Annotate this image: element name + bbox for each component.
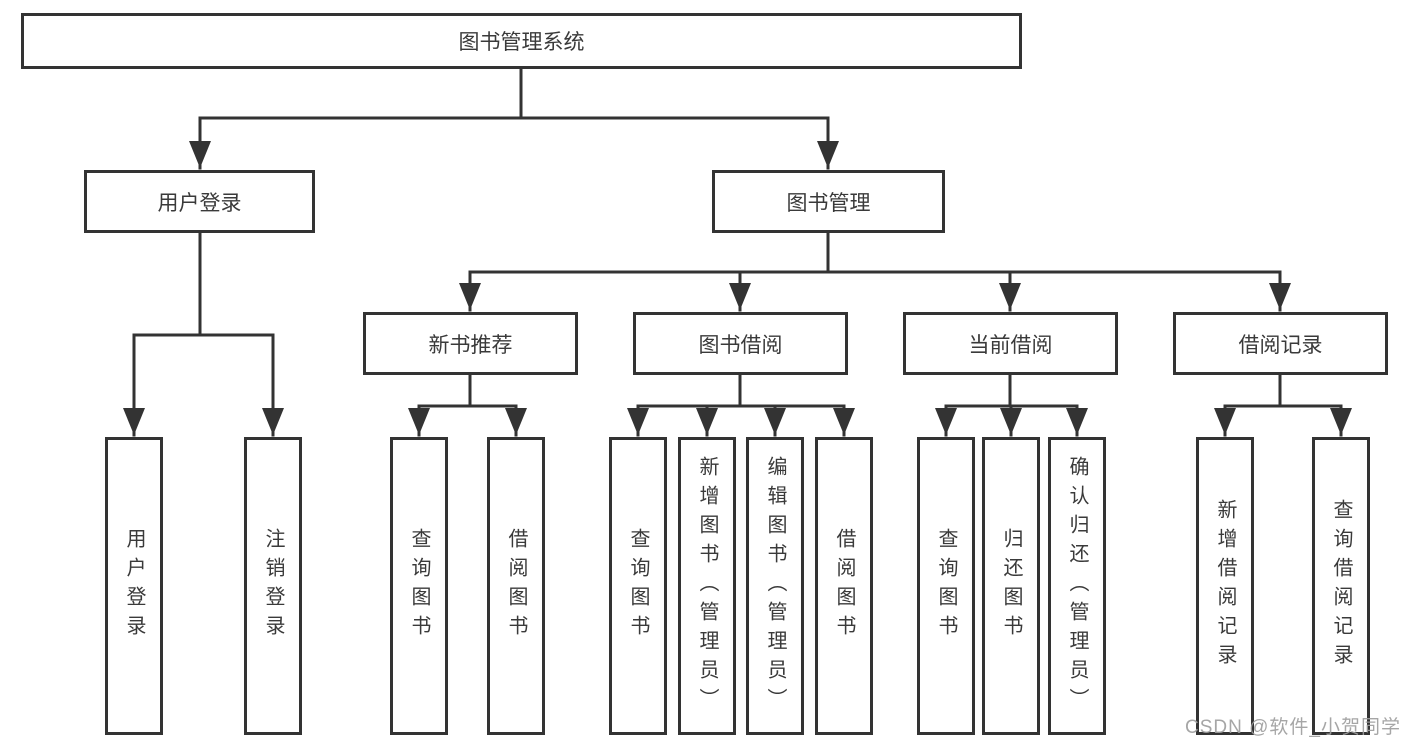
node-label: 图书管理系统	[458, 31, 585, 54]
leaf-borrow-books: 借阅图书	[815, 437, 873, 735]
leaf-return-books: 归还图书	[982, 437, 1040, 735]
node-label: 用户登录	[157, 191, 242, 215]
node-new-book-recommend: 新书推荐	[363, 312, 578, 375]
leaf-add-borrow-record: 新增借阅记录	[1196, 437, 1254, 735]
node-label: 当前借阅	[968, 333, 1053, 357]
leaf-label: 新增图书（管理员）	[696, 455, 718, 717]
leaf-label: 查询图书	[935, 528, 957, 644]
leaf-add-book-admin: 新增图书（管理员）	[678, 437, 736, 735]
leaf-confirm-return-admin: 确认归还（管理员）	[1048, 437, 1106, 735]
leaf-label: 借阅图书	[833, 528, 855, 644]
leaf-user-login: 用户登录	[105, 437, 163, 735]
leaf-query-books: 查询图书	[390, 437, 448, 735]
leaf-label: 借阅图书	[505, 528, 527, 644]
leaf-query-books: 查询图书	[609, 437, 667, 735]
csdn-watermark: CSDN @软件_小贺同学	[1185, 717, 1401, 738]
leaf-label: 查询图书	[408, 528, 430, 644]
node-label: 图书借阅	[698, 333, 783, 357]
leaf-label: 归还图书	[1000, 528, 1022, 644]
node-book-mgmt: 图书管理	[712, 170, 945, 233]
node-borrow-records: 借阅记录	[1173, 312, 1388, 375]
leaf-query-books: 查询图书	[917, 437, 975, 735]
leaf-borrow-books: 借阅图书	[487, 437, 545, 735]
leaf-label: 新增借阅记录	[1214, 499, 1236, 673]
node-current-borrow: 当前借阅	[903, 312, 1118, 375]
leaf-logout: 注销登录	[244, 437, 302, 735]
node-root-system: 图书管理系统	[21, 13, 1022, 69]
node-user-login: 用户登录	[84, 170, 315, 233]
leaf-label: 用户登录	[123, 528, 145, 644]
leaf-label: 查询借阅记录	[1330, 499, 1352, 673]
node-label: 新书推荐	[428, 333, 513, 357]
node-label: 图书管理	[786, 191, 871, 215]
leaf-query-borrow-record: 查询借阅记录	[1312, 437, 1370, 735]
leaf-edit-book-admin: 编辑图书（管理员）	[746, 437, 804, 735]
leaf-label: 注销登录	[262, 528, 284, 644]
leaf-label: 确认归还（管理员）	[1066, 455, 1088, 717]
node-label: 借阅记录	[1238, 333, 1323, 357]
connector-root	[132, 67, 1343, 408]
node-book-borrow: 图书借阅	[633, 312, 848, 375]
leaf-label: 编辑图书（管理员）	[764, 455, 786, 717]
leaf-label: 查询图书	[627, 528, 649, 644]
